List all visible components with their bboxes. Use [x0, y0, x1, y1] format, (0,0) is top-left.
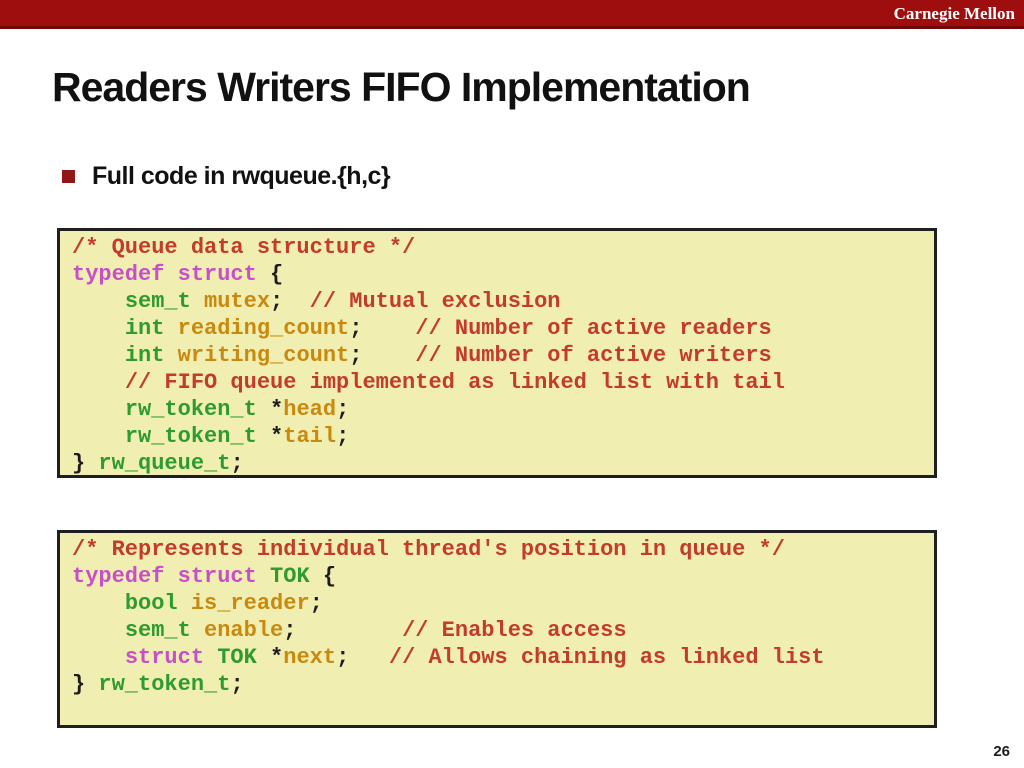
- code-token: typedef: [72, 564, 165, 589]
- code-token: [72, 289, 125, 314]
- code-token: head: [283, 397, 337, 422]
- code-token: struct: [124, 645, 205, 670]
- code-token: writing_count: [177, 343, 350, 368]
- code-token: struct: [177, 262, 257, 287]
- code-token: /* Queue data structure */: [72, 235, 416, 260]
- brand-text: Carnegie Mellon: [893, 4, 1015, 23]
- code-token: // Mutual exclusion: [309, 289, 561, 314]
- code-block-queue-struct: /* Queue data structure */typedef struct…: [57, 228, 937, 478]
- code-line: typedef struct {: [72, 261, 934, 288]
- code-token: *: [256, 424, 284, 449]
- code-token: ;: [270, 289, 310, 314]
- code-token: rw_token_t: [98, 672, 231, 697]
- code-token: /* Represents individual thread's positi…: [72, 537, 785, 562]
- code-block-token-struct: /* Represents individual thread's positi…: [57, 530, 937, 728]
- bullet-square-icon: [62, 170, 75, 183]
- bullet-item: Full code in rwqueue.{h,c}: [62, 162, 391, 191]
- code-token: sem_t: [124, 289, 191, 314]
- code-token: rw_token_t: [124, 397, 257, 422]
- code-token: [72, 397, 125, 422]
- code-token: // Number of active readers: [415, 316, 772, 341]
- code-token: enable: [204, 618, 284, 643]
- code-token: [191, 289, 204, 314]
- code-token: reading_count: [177, 316, 350, 341]
- code-token: ;: [283, 618, 403, 643]
- code-token: *: [256, 397, 284, 422]
- code-token: int: [124, 316, 165, 341]
- code-token: // Number of active writers: [415, 343, 772, 368]
- code-token: [178, 591, 191, 616]
- code-line: rw_token_t *tail;: [72, 423, 934, 450]
- bullet-text: Full code in rwqueue.{h,c}: [92, 162, 391, 190]
- code-token: [191, 618, 204, 643]
- code-token: [72, 618, 125, 643]
- code-line: int reading_count; // Number of active r…: [72, 315, 934, 342]
- code-token: }: [72, 451, 99, 476]
- code-token: [164, 316, 177, 341]
- code-line: typedef struct TOK {: [72, 563, 934, 590]
- code-token: [164, 262, 177, 287]
- code-token: ;: [230, 451, 244, 476]
- code-token: [204, 645, 217, 670]
- code-line: } rw_token_t;: [72, 671, 934, 698]
- code-token: [72, 370, 125, 395]
- code-line: /* Queue data structure */: [72, 234, 934, 261]
- page-title: Readers Writers FIFO Implementation: [52, 64, 751, 110]
- code-token: }: [72, 672, 99, 697]
- code-token: ;: [336, 397, 350, 422]
- code-token: ;: [336, 645, 389, 670]
- code-line: // FIFO queue implemented as linked list…: [72, 369, 934, 396]
- code-line: rw_token_t *head;: [72, 396, 934, 423]
- code-token: [72, 424, 125, 449]
- code-token: [72, 316, 125, 341]
- code-token: [72, 343, 125, 368]
- code-token: struct: [177, 564, 257, 589]
- code-token: *: [256, 645, 284, 670]
- code-token: ;: [336, 424, 350, 449]
- code-token: bool: [124, 591, 178, 616]
- code-token: TOK: [270, 564, 310, 589]
- code-line: sem_t mutex; // Mutual exclusion: [72, 288, 934, 315]
- code-token: sem_t: [124, 618, 191, 643]
- code-token: mutex: [204, 289, 271, 314]
- header-bar: Carnegie Mellon: [0, 0, 1024, 29]
- code-line: int writing_count; // Number of active w…: [72, 342, 934, 369]
- code-token: next: [283, 645, 337, 670]
- code-token: [164, 564, 177, 589]
- code-line: } rw_queue_t;: [72, 450, 934, 476]
- code-token: // Enables access: [402, 618, 627, 643]
- code-token: ;: [349, 343, 416, 368]
- code-token: {: [309, 564, 337, 589]
- code-token: // FIFO queue implemented as linked list…: [124, 370, 785, 395]
- code-token: {: [256, 262, 284, 287]
- code-line: /* Represents individual thread's positi…: [72, 536, 934, 563]
- code-line: bool is_reader;: [72, 590, 934, 617]
- code-token: ;: [309, 591, 323, 616]
- code-token: rw_token_t: [124, 424, 257, 449]
- page-number: 26: [993, 743, 1010, 760]
- code-token: ;: [349, 316, 416, 341]
- code-token: [72, 645, 125, 670]
- code-line: sem_t enable; // Enables access: [72, 617, 934, 644]
- code-token: [72, 591, 125, 616]
- code-token: ;: [230, 672, 244, 697]
- code-token: [164, 343, 177, 368]
- code-token: tail: [283, 424, 337, 449]
- code-token: [257, 564, 270, 589]
- code-token: int: [124, 343, 165, 368]
- code-line: struct TOK *next; // Allows chaining as …: [72, 644, 934, 671]
- code-token: rw_queue_t: [98, 451, 231, 476]
- code-token: typedef: [72, 262, 165, 287]
- code-token: is_reader: [190, 591, 310, 616]
- code-token: TOK: [217, 645, 257, 670]
- code-token: // Allows chaining as linked list: [388, 645, 825, 670]
